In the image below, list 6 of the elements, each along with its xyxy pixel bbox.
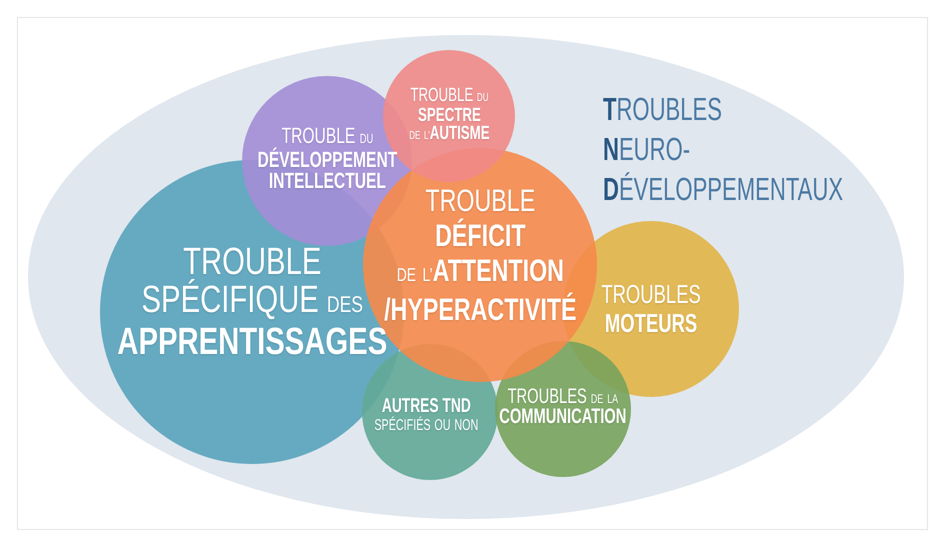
- category-label: TROUBLE DU DÉVELOPPEMENT INTELLECTUEL: [257, 125, 397, 191]
- category-label: TROUBLES MOTEURS: [601, 280, 701, 338]
- category-label: TROUBLE DU SPECTRE DE L’AUTISME: [408, 87, 490, 145]
- category-label: TROUBLES DE LA COMMUNICATION: [499, 388, 627, 426]
- category-label: AUTRES TND SPÉCIFIÉS OU NON: [374, 397, 478, 435]
- group-title: TROUBLES NEURO- DÉVELOPPEMENTAUX: [603, 90, 844, 209]
